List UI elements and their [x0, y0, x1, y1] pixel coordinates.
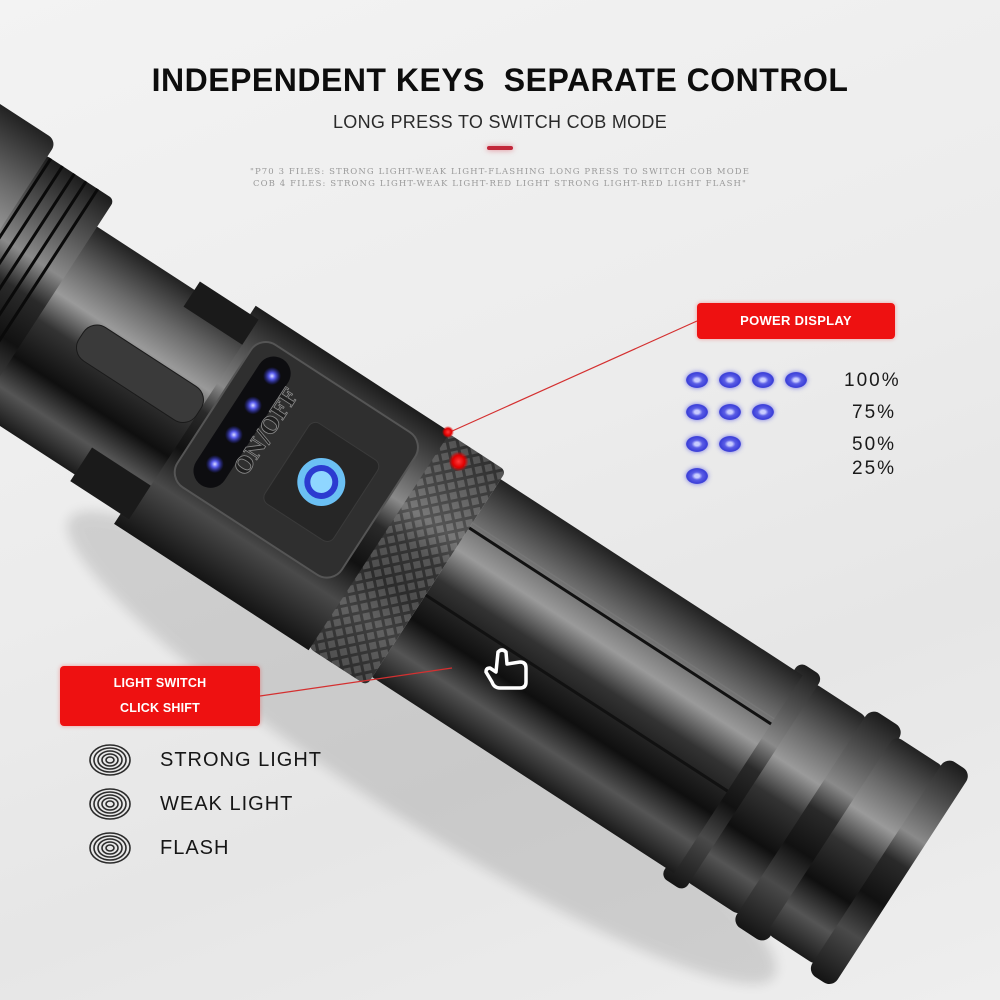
mode-flash: FLASH	[88, 826, 322, 870]
power-level-75: 75%	[686, 400, 946, 432]
led-dot-icon	[686, 404, 708, 420]
indicator-dots-3	[686, 404, 774, 424]
indicator-dots-2	[686, 436, 741, 456]
fine-print: "P70 3 FILES: STRONG LIGHT-WEAK LIGHT-FL…	[0, 166, 1000, 190]
fingerprint-icon	[89, 832, 131, 864]
light-switch-line-1: LIGHT SWITCH	[113, 676, 207, 690]
led-dot-icon	[686, 372, 708, 388]
hand-pointer-icon	[484, 648, 528, 690]
mode-strong-light: STRONG LIGHT	[88, 738, 322, 782]
led-dot-icon	[719, 404, 741, 420]
fingerprint-icon	[89, 744, 131, 776]
led-dot-icon	[752, 372, 774, 388]
led-dot-icon	[719, 436, 741, 452]
indicator-dots-4	[686, 372, 807, 392]
light-switch-label: LIGHT SWITCH CLICK SHIFT	[60, 666, 260, 726]
power-level-25: 25%	[686, 458, 946, 496]
light-switch-line-2: CLICK SHIFT	[120, 701, 200, 715]
led-dot-icon	[686, 468, 708, 484]
fine-print-line-2: COB 4 FILES: STRONG LIGHT-WEAK LIGHT-RED…	[252, 179, 748, 189]
power-percent: 50%	[852, 434, 897, 455]
indicator-dots-1	[686, 468, 708, 488]
led-dot-icon	[752, 404, 774, 420]
power-level-legend: 100% 75% 50% 25%	[686, 368, 946, 496]
power-percent: 75%	[852, 402, 897, 423]
led-dot-icon	[719, 372, 741, 388]
fine-print-line-1: "P70 3 FILES: STRONG LIGHT-WEAK LIGHT-FL…	[249, 167, 751, 177]
fingerprint-icon	[89, 788, 131, 820]
light-mode-list: STRONG LIGHT WEAK LIGHT FLASH	[88, 738, 322, 870]
power-level-100: 100%	[686, 368, 946, 400]
led-dot-icon	[785, 372, 807, 388]
page-title: INDEPENDENT KEYS SEPARATE CONTROL	[151, 62, 849, 98]
accent-divider	[487, 146, 513, 150]
power-level-50: 50%	[686, 432, 946, 464]
power-percent: 100%	[844, 370, 901, 391]
power-display-label: POWER DISPLAY	[697, 303, 895, 339]
mode-label: STRONG LIGHT	[160, 748, 323, 771]
led-dot-icon	[686, 436, 708, 452]
mode-label: FLASH	[160, 836, 230, 859]
subtitle: LONG PRESS TO SWITCH COB MODE	[332, 112, 668, 132]
mode-label: WEAK LIGHT	[160, 792, 294, 815]
power-percent: 25%	[852, 458, 897, 479]
mode-weak-light: WEAK LIGHT	[88, 782, 322, 826]
